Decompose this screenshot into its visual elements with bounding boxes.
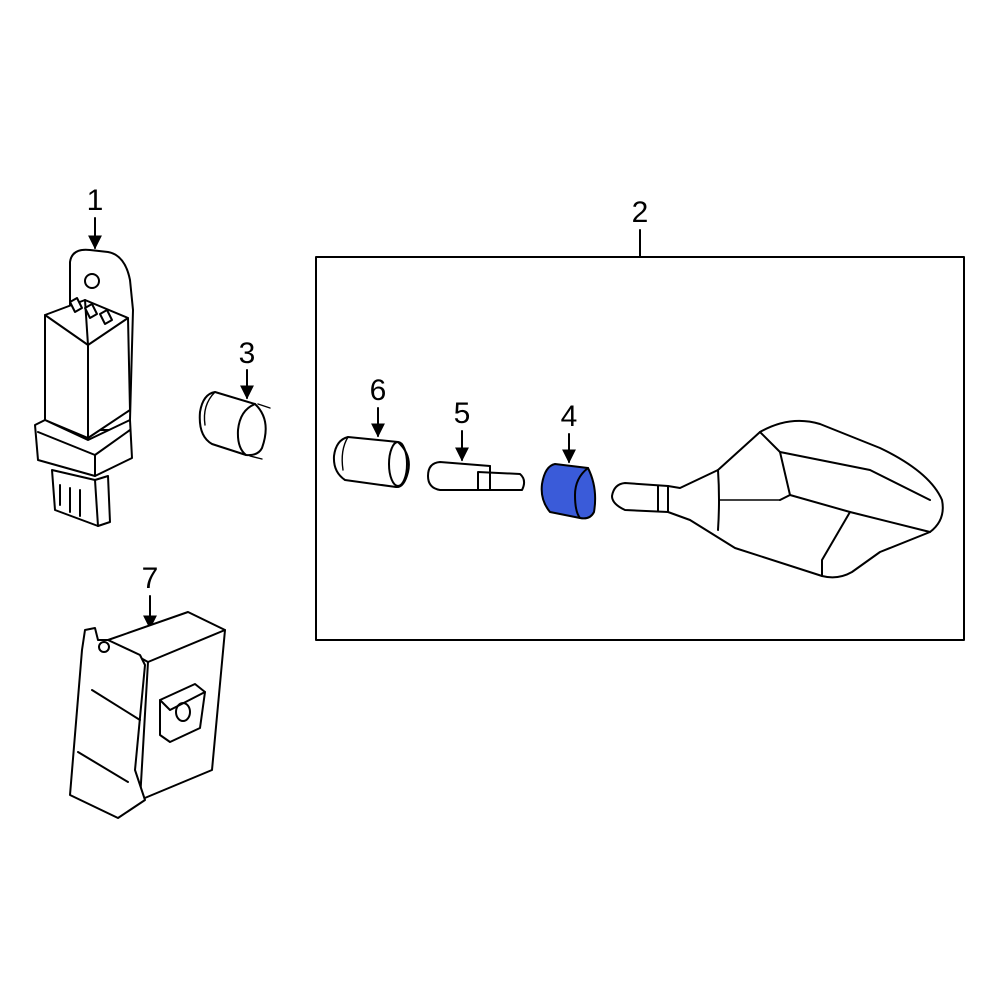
part-4-seal[interactable]: 4 — [540, 400, 597, 520]
kit-frame — [315, 256, 965, 641]
part-7-module[interactable]: 7 — [69, 562, 226, 819]
part-2-kit[interactable]: 2 — [315, 196, 965, 641]
callout-label-5: 5 — [454, 397, 471, 430]
part-5-valve-core[interactable]: 5 — [427, 397, 526, 491]
part-1-sensor[interactable]: 1 — [34, 184, 134, 527]
seal-highlight — [540, 463, 597, 520]
callout-label-3: 3 — [239, 337, 256, 370]
callout-label-2: 2 — [632, 196, 649, 229]
tpms-sensor-body — [611, 419, 944, 579]
callout-label-4: 4 — [561, 400, 578, 433]
part-6-valve-cap[interactable]: 6 — [332, 374, 410, 489]
part-3-cap[interactable]: 3 — [198, 337, 271, 460]
callout-label-6: 6 — [370, 374, 387, 407]
callout-label-7: 7 — [142, 562, 159, 595]
callout-label-1: 1 — [87, 184, 104, 217]
